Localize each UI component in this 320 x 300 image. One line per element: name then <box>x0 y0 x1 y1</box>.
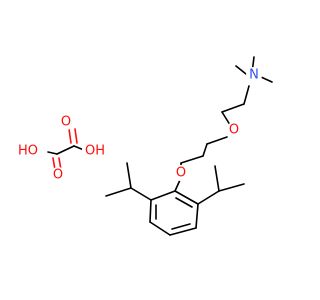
bond-group <box>47 56 273 236</box>
ring-bond-5 <box>195 203 199 229</box>
ether-oxygen-2-label: O <box>176 166 186 181</box>
o-top-label-bg <box>58 114 74 130</box>
bond-oxalic-left-oh <box>47 151 58 155</box>
bond-o2-aryl <box>174 179 181 192</box>
ho-label-bg <box>16 143 42 159</box>
oxalic-hydroxyl-right-label: OH <box>85 144 105 159</box>
ether-oxygen-1-label: O <box>229 123 239 138</box>
ring-bond-1 <box>150 190 176 201</box>
oxalic-carbonyl-top-label: O <box>61 115 71 130</box>
bond-methyl-right <box>260 76 273 83</box>
oxalic-carbonyl-bottom-label: O <box>53 168 63 183</box>
atom-label-group: N O O O O HO OH <box>16 67 262 183</box>
bond-oxalic-carbonyl-top-b <box>74 128 78 144</box>
bond-oxalic-carbonyl-top-a <box>68 128 72 144</box>
bond-n-ch2 <box>243 85 250 105</box>
molecule-structure: N O O O O HO OH <box>16 56 273 236</box>
bond-methyl-left <box>235 65 247 75</box>
oh-label-bg <box>82 143 108 159</box>
oxalic-hydroxyl-left-label: HO <box>18 144 38 159</box>
o2-label-bg <box>173 165 189 181</box>
bond-isopropyl-left-up <box>126 162 132 189</box>
bond-ring-isopropyl-right <box>197 190 220 205</box>
o-bottom-label-bg <box>50 167 66 183</box>
ring-bond-4 <box>169 227 197 236</box>
ring-bond-3 <box>149 221 171 236</box>
ring-double-2 <box>171 223 191 230</box>
bond-ch2-ch2-lower <box>202 143 208 157</box>
bond-isopropyl-right-up <box>214 165 220 192</box>
n-label-bg <box>246 67 262 83</box>
bond-ring-isopropyl-left <box>130 187 152 201</box>
bond-ch2-ch2-upper <box>221 103 245 113</box>
bond-isopropyl-right-side <box>218 183 245 192</box>
bond-oxalic-c-c <box>56 145 75 155</box>
ring-bond-6 <box>174 190 199 205</box>
bond-ch2-ch2-lower-2 <box>180 155 204 164</box>
bond-o1-ch2 <box>206 136 228 145</box>
ring-double-3 <box>175 197 193 208</box>
nitrogen-label: N <box>249 68 259 83</box>
bond-isopropyl-left-side <box>105 187 132 197</box>
o1-label-bg <box>226 122 242 138</box>
ring-bond-2 <box>149 199 152 223</box>
